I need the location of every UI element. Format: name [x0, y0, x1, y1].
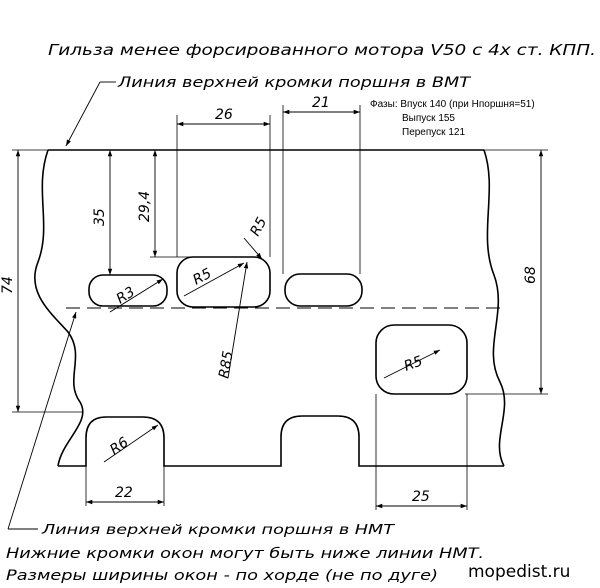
dim-25: 25 — [412, 489, 430, 505]
dim-35: 35 — [92, 208, 108, 226]
radius-r5-window: R5 — [190, 266, 214, 289]
note-1: Нижние кромки окон могут быть ниже линии… — [6, 546, 484, 562]
bdc-line-label: Линия верхней кромки поршня в НМТ — [41, 523, 396, 538]
port-left-center — [177, 257, 270, 307]
dim-22: 22 — [115, 485, 133, 501]
radius-r85: R85 — [216, 350, 237, 380]
port-exhaust — [376, 325, 467, 394]
dim-29-4: 29,4 — [137, 191, 153, 222]
port-right-small — [285, 274, 362, 306]
phases-line-2: Выпуск 155 — [402, 113, 455, 124]
dim-68: 68 — [523, 266, 539, 284]
liner-outline — [35, 150, 505, 466]
ports — [89, 257, 467, 394]
note-2: Размеры ширины окон - по хорде (не по ду… — [6, 568, 438, 584]
dim-21: 21 — [312, 95, 330, 111]
phases-line-1: Фазы: Впуск 140 (при Нпоршня=51) — [370, 99, 535, 110]
dimension-lines — [15, 109, 544, 509]
radius-r6: R6 — [107, 434, 132, 458]
radius-r3: R3 — [114, 284, 138, 307]
radius-leaders — [104, 238, 440, 462]
drawing-title: Гильза менее форсированного мотора V50 с… — [48, 41, 596, 59]
radius-r5-corner: R5 — [247, 215, 270, 239]
dim-26: 26 — [215, 107, 233, 123]
watermark: mopedist.ru — [468, 562, 570, 582]
callout-leaders — [8, 82, 116, 529]
extension-lines — [12, 105, 548, 510]
phases-line-3: Перепуск 121 — [402, 127, 465, 138]
radius-r5-exhaust: R5 — [402, 353, 425, 374]
tdc-line-label: Линия верхней кромки поршня в ВМТ — [117, 75, 472, 91]
dim-74: 74 — [0, 276, 16, 294]
